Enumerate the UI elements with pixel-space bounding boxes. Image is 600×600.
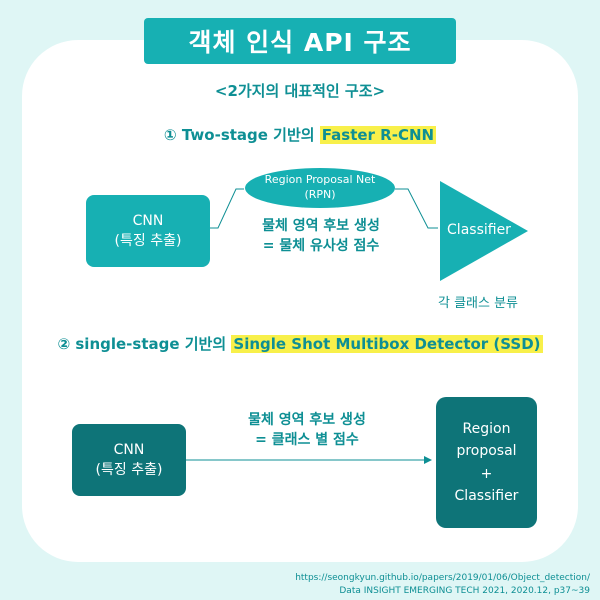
class-classification-label: 각 클래스 분류 [437,296,519,311]
rpn-sublabel: (RPN) [304,188,336,201]
connector-rpn-to-classifier [395,188,438,229]
cnn-feature-box: CNN (특징 추출) [72,424,186,496]
classifier-label: Classifier [447,222,511,238]
source-url[interactable]: https://seongkyun.github.io/papers/2019/… [295,573,590,583]
page-title: 객체 인식 API 구조 [144,18,456,64]
section-heading-single-stage: ② single-stage 기반의 Single Shot Multibox … [0,333,600,354]
section-heading-prefix: ② single-stage 기반의 [57,335,232,353]
connector-cnn-to-rpn [210,188,244,229]
proposal-label: proposal [456,443,517,460]
ssd-description-line2: = 클래스 별 점수 [255,432,359,449]
cnn-label: CNN [113,441,145,458]
ssd-description: 물체 영역 후보 생성 = 클래스 별 점수 [222,410,392,451]
section-heading-two-stage: ① Two-stage 기반의 Faster R-CNN [0,124,600,145]
cnn-sublabel: (특징 추출) [114,233,182,249]
rpn-ellipse: Region Proposal Net (RPN) [245,168,395,208]
rpn-description-line2: = 물체 유사성 점수 [262,238,380,255]
classifier-triangle [440,181,528,281]
classifier-label: Classifier [454,487,519,504]
rpn-label: Region Proposal Net [264,173,376,187]
cnn-sublabel: (특징 추출) [95,462,163,478]
subtitle: <2가지의 대표적인 구조> [214,82,386,100]
cnn-feature-box: CNN (특징 추출) [86,195,210,267]
ssd-description-line1: 물체 영역 후보 생성 [248,412,366,428]
cnn-label: CNN [132,212,164,229]
region-label: Region [462,420,511,437]
source-reference: Data INSIGHT EMERGING TECH 2021, 2020.12… [339,586,590,597]
source-citation: https://seongkyun.github.io/papers/2019/… [295,572,590,598]
section-heading-highlight: Single Shot Multibox Detector (SSD) [231,335,543,353]
section-heading-prefix: ① Two-stage 기반의 [163,126,320,144]
plus-label: + [480,465,493,482]
section-heading-highlight: Faster R-CNN [319,126,437,144]
rpn-description-line1: 물체 영역 후보 생성 [262,218,380,234]
rpn-description: 물체 영역 후보 생성 = 물체 유사성 점수 [236,216,406,257]
arrow-head [424,456,432,464]
region-proposal-classifier-box: Region proposal + Classifier [436,397,537,528]
